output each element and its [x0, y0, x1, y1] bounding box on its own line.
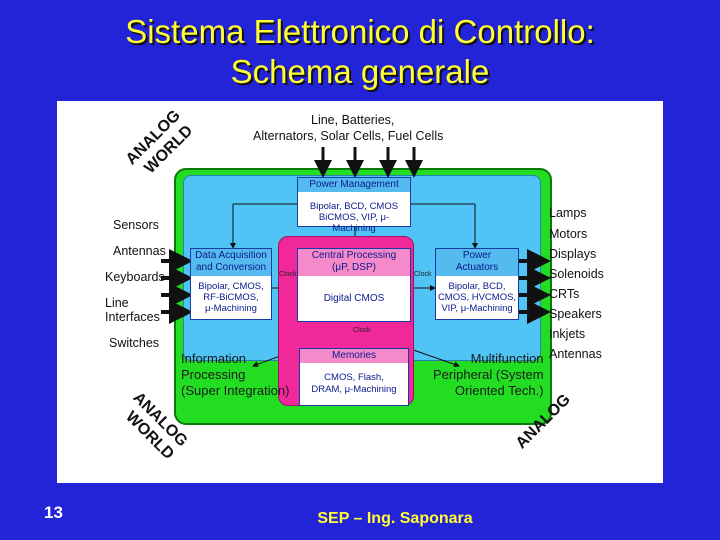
data-acquisition-title1: Data Acquisition	[195, 250, 267, 261]
clock-label-right: Clock	[414, 271, 432, 278]
central-processing-title2: (μP, DSP)	[332, 262, 376, 273]
left-label-keyboards: Keyboards	[105, 270, 165, 284]
memories-body2: DRAM, μ-Machining	[311, 384, 397, 395]
right-label-displays: Displays	[549, 247, 597, 261]
data-acquisition-box: Data Acquisition and Conversion Bipolar,…	[190, 248, 272, 320]
clock-label-left: Clock	[279, 271, 297, 278]
slide-footer: SEP – Ing. Saponara	[317, 510, 473, 527]
memories-body1: CMOS, Flash,	[324, 372, 384, 383]
title-line-2: Schema generale	[230, 53, 490, 90]
left-label-interfaces: Interfaces	[105, 310, 160, 324]
data-acquisition-title: Data Acquisition and Conversion	[191, 249, 271, 276]
right-label-motors: Motors	[549, 227, 588, 241]
data-acquisition-body2: RF-BiCMOS,	[203, 292, 259, 303]
right-label-solenoids: Solenoids	[549, 267, 604, 281]
memories-title: Memories	[300, 349, 408, 363]
central-processing-title1: Central Processing	[311, 250, 397, 261]
info-processing-line3: (Super Integration)	[181, 383, 290, 398]
multifunction-peripheral-text: Multifunction Peripheral (System Oriente…	[433, 351, 544, 399]
right-label-lamps: Lamps	[549, 206, 587, 220]
info-processing-line2: Processing	[181, 367, 246, 382]
multifunction-line1: Multifunction	[470, 351, 544, 366]
central-processing-box: Central Processing (μP, DSP) Digital CMO…	[297, 248, 411, 322]
right-label-crts: CRTs	[549, 287, 580, 301]
clock-label-center: Clock	[353, 327, 371, 334]
multifunction-line3: Oriented Tech.)	[454, 383, 544, 398]
left-label-sensors: Sensors	[113, 218, 159, 232]
power-actuators-title2: Actuators	[455, 262, 499, 273]
power-management-body2: BiCMOS, VIP, μ-Machining	[318, 212, 390, 234]
right-label-speakers: Speakers	[549, 307, 602, 321]
connection-arrows	[161, 147, 551, 368]
right-label-antennas: Antennas	[549, 347, 602, 361]
power-management-body1: Bipolar, BCD, CMOS	[309, 201, 399, 212]
title-line-1: Sistema Elettronico di Controllo:	[125, 13, 595, 50]
power-management-box: Power Management Bipolar, BCD, CMOS BiCM…	[297, 177, 411, 234]
data-acquisition-body1: Bipolar, CMOS,	[198, 281, 264, 292]
top-inputs-line1: Line, Batteries,	[311, 113, 395, 127]
power-actuators-body1: Bipolar, BCD,	[448, 281, 506, 292]
power-actuators-title: Power Actuators	[436, 249, 518, 276]
left-label-line: Line	[105, 296, 129, 310]
right-label-inkjets: Inkjets	[549, 327, 586, 341]
memories-box: Memories CMOS, Flash, DRAM, μ-Machining	[299, 348, 409, 406]
data-acquisition-body3: μ-Machining	[205, 303, 257, 314]
info-processing-line1: Information	[181, 351, 247, 366]
power-actuators-box: Power Actuators Bipolar, BCD, CMOS, HVCM…	[435, 248, 519, 320]
slide-number: 13	[44, 503, 63, 522]
power-actuators-body2: CMOS, HVCMOS,	[437, 292, 517, 303]
top-inputs-line2: Alternators, Solar Cells, Fuel Cells	[253, 129, 444, 143]
multifunction-line2: Peripheral (System	[433, 367, 544, 382]
central-processing-body: Digital CMOS	[323, 293, 385, 304]
left-label-antennas: Antennas	[113, 244, 166, 258]
control-system-diagram: Line, Batteries, Alternators, Solar Cell…	[57, 101, 663, 483]
power-actuators-body3: VIP, μ-Machining	[441, 303, 513, 314]
power-management-title: Power Management	[298, 178, 410, 192]
data-acquisition-title2: and Conversion	[195, 262, 267, 273]
information-processing-text: Information Processing (Super Integratio…	[181, 351, 289, 399]
central-processing-title: Central Processing (μP, DSP)	[298, 249, 410, 276]
power-actuators-title1: Power	[462, 250, 492, 261]
slide-title: Sistema Elettronico di Controllo: Schema…	[0, 12, 720, 92]
left-label-switches: Switches	[109, 336, 160, 350]
